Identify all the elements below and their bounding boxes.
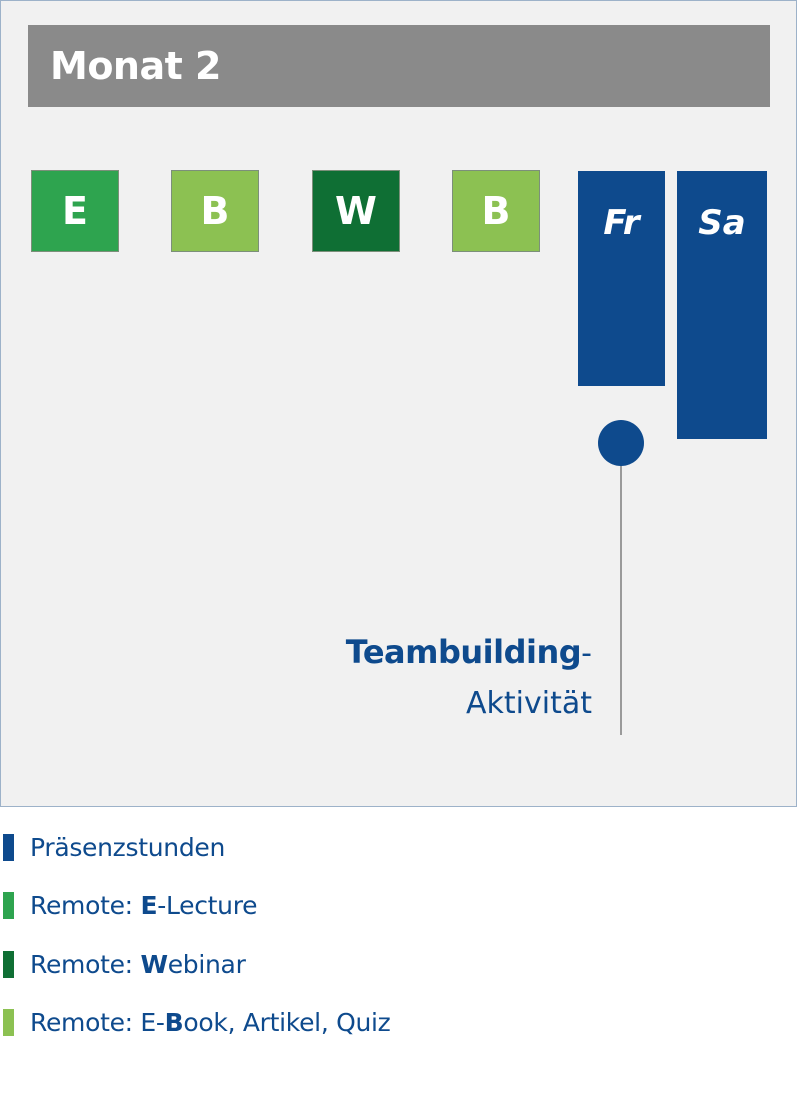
annotation-line-1: Teambuilding- bbox=[346, 629, 592, 681]
annotation-marker-dot bbox=[598, 420, 644, 466]
month-header: Monat 2 bbox=[28, 25, 770, 107]
block-b-letter-1: B bbox=[200, 189, 230, 233]
legend-swatch-praesenz bbox=[3, 833, 14, 861]
annotation-line-2: Aktivität bbox=[466, 686, 592, 721]
day-label-saturday: Sa bbox=[698, 203, 746, 243]
legend-swatch-webinar bbox=[3, 950, 14, 978]
block-book-1: B bbox=[171, 170, 259, 252]
teambuilding-annotation: Teambuilding- Aktivität bbox=[346, 629, 592, 727]
legend-label-praesenz: Präsenzstunden bbox=[30, 832, 226, 862]
block-e-lecture: E bbox=[31, 170, 119, 252]
legend-label-webinar: Remote: Webinar bbox=[30, 949, 246, 979]
month-panel: Monat 2 E B W B Fr Sa Teambuilding- Akti… bbox=[0, 0, 797, 807]
legend: Präsenzstunden Remote: E-Lecture Remote:… bbox=[3, 818, 783, 1052]
block-webinar: W bbox=[312, 170, 400, 252]
block-e-letter: E bbox=[62, 189, 88, 233]
block-book-2: B bbox=[452, 170, 540, 252]
day-bar-saturday: Sa bbox=[677, 171, 767, 439]
legend-swatch-ebook bbox=[3, 1009, 14, 1037]
legend-label-e-lecture: Remote: E-Lecture bbox=[30, 891, 258, 921]
legend-item-e-lecture: Remote: E-Lecture bbox=[3, 877, 783, 936]
legend-label-ebook: Remote: E-Book, Artikel, Quiz bbox=[30, 1008, 391, 1038]
annotation-hyphen: - bbox=[581, 636, 592, 671]
day-label-friday: Fr bbox=[603, 203, 640, 243]
legend-item-praesenz: Präsenzstunden bbox=[3, 818, 783, 877]
legend-item-ebook: Remote: E-Book, Artikel, Quiz bbox=[3, 994, 783, 1053]
day-bar-friday: Fr bbox=[578, 171, 665, 386]
legend-item-webinar: Remote: Webinar bbox=[3, 935, 783, 994]
legend-swatch-e-lecture bbox=[3, 892, 14, 920]
annotation-leader-line bbox=[620, 443, 622, 735]
block-w-letter: W bbox=[335, 189, 377, 233]
annotation-bold-text: Teambuilding bbox=[345, 633, 582, 671]
block-b-letter-2: B bbox=[481, 189, 511, 233]
month-title: Monat 2 bbox=[50, 44, 221, 88]
